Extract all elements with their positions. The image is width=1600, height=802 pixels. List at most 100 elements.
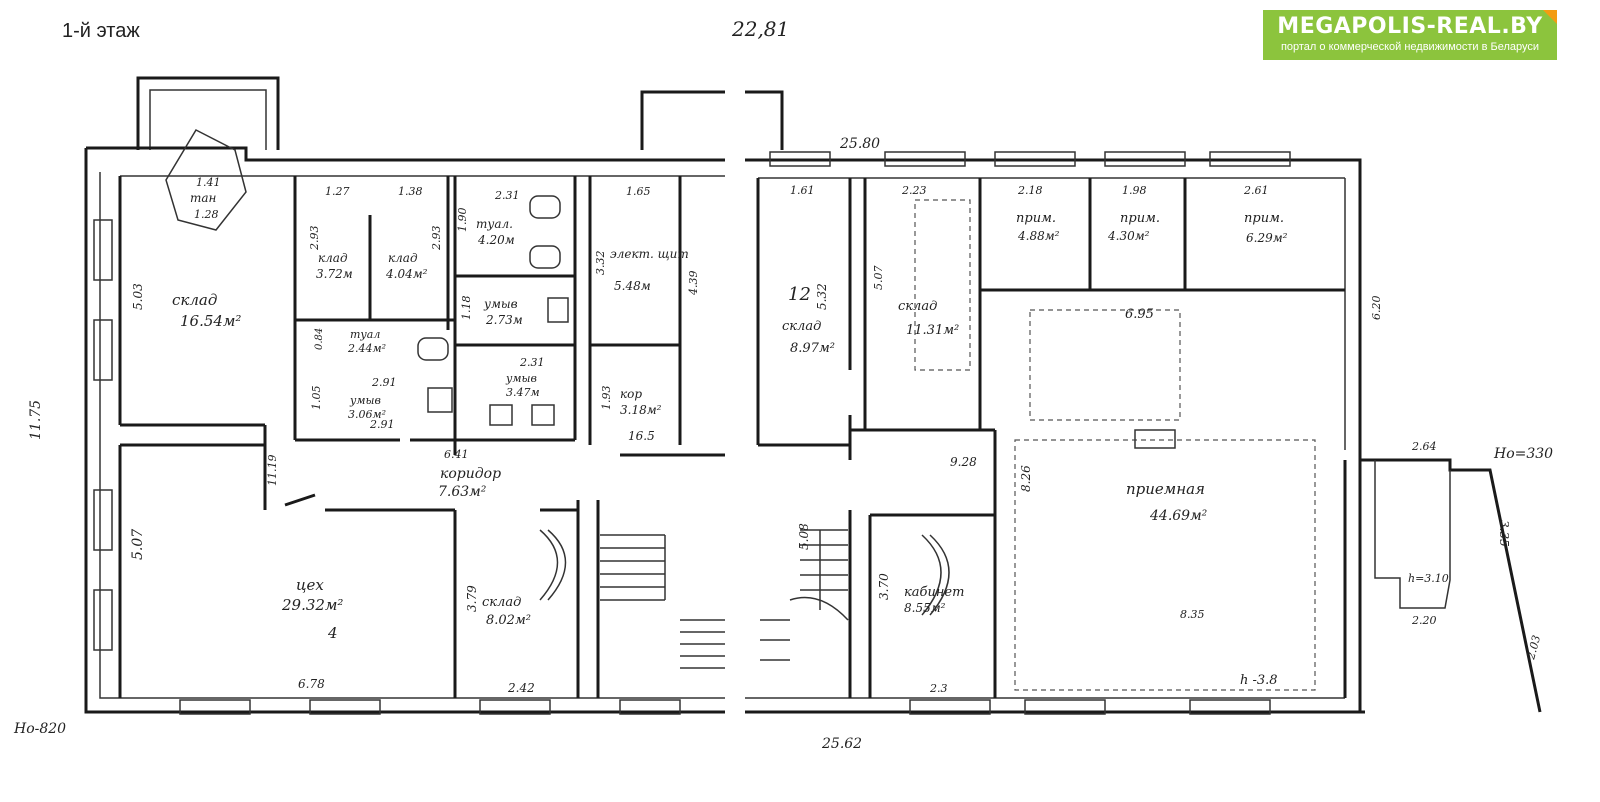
- dimension: 3.79: [465, 585, 479, 612]
- window: [1024, 699, 1106, 715]
- dimension: 5.07: [872, 266, 885, 291]
- top-dimension: 22,81: [731, 17, 789, 41]
- left-section-walls: [84, 76, 725, 715]
- window: [1104, 151, 1186, 167]
- sink-icon: [547, 297, 569, 323]
- staircase-left: [600, 534, 725, 669]
- dimension: 2.91: [369, 418, 395, 431]
- brand-logo[interactable]: MEGAPOLIS-REAL.BY портал о коммерческой …: [1263, 10, 1557, 60]
- window: [93, 319, 113, 381]
- room-name: клад: [318, 251, 348, 265]
- dimension: 9.28: [950, 455, 977, 469]
- room-name: клад: [388, 251, 418, 265]
- dimension: 5.32: [815, 283, 829, 310]
- room-area: 8.97м²: [790, 341, 835, 356]
- dimension: 6.95: [1125, 307, 1154, 322]
- brand-name: MEGAPOLIS-REAL.BY: [1277, 14, 1543, 39]
- room-area: 3.18м²: [620, 403, 662, 417]
- dimension: 2.31: [519, 356, 545, 369]
- dimension: 1.61: [790, 184, 815, 197]
- wall-dimension: 11.75: [28, 400, 44, 440]
- toilet-icon: [529, 195, 561, 219]
- window: [93, 489, 113, 551]
- dimension: 8.26: [1019, 465, 1033, 492]
- sink-icon: [531, 404, 555, 426]
- room-name: прим.: [1244, 211, 1284, 226]
- dimension: 2.18: [1017, 184, 1043, 197]
- window: [309, 699, 381, 715]
- dimension: 2.42: [507, 681, 535, 695]
- dimension: 3.35: [1497, 520, 1511, 547]
- room-area: 16.54м²: [180, 312, 241, 330]
- window: [179, 699, 251, 715]
- sink-icon: [427, 387, 453, 413]
- toilet-icon: [529, 245, 561, 269]
- tambur-outline: [165, 129, 247, 231]
- dimension: 1.38: [398, 185, 423, 198]
- dimension: 2.31: [494, 189, 520, 202]
- furniture-outline: [1014, 439, 1316, 691]
- room-name: склад: [482, 595, 521, 610]
- room-name: цех: [296, 576, 324, 594]
- room-area: 29.32м²: [281, 596, 343, 614]
- dimension: 6.41: [444, 448, 469, 461]
- dimension: 1.98: [1122, 184, 1147, 197]
- dimension: 3.32: [594, 251, 607, 276]
- right-section-walls: [745, 90, 1542, 715]
- toilet-icon: [417, 337, 449, 361]
- window: [1209, 151, 1291, 167]
- dimension: 2.61: [1243, 184, 1269, 197]
- room-name: умыв: [483, 297, 518, 311]
- window: [93, 589, 113, 651]
- dimension: 6.20: [1370, 296, 1383, 321]
- window: [909, 699, 991, 715]
- dimension: 1.28: [194, 208, 219, 221]
- dimension: 2.03: [1524, 634, 1543, 662]
- brand-tagline: портал о коммерческой недвижимости в Бел…: [1280, 41, 1540, 53]
- room-area: 3.47м: [506, 386, 540, 399]
- room-area: 2.44м²: [347, 342, 386, 355]
- window: [1189, 699, 1271, 715]
- room-area: 4.04м²: [385, 267, 428, 281]
- room-name: прим.: [1120, 211, 1160, 226]
- dimension: 1.93: [600, 386, 613, 411]
- sink-icon: [489, 404, 513, 426]
- dimension: 2.93: [308, 226, 321, 252]
- furniture-outline: [1029, 309, 1181, 421]
- room-area: 8.55м²: [904, 601, 946, 615]
- room-name: тан: [190, 191, 217, 205]
- room-area: 3.72м: [316, 267, 353, 281]
- staircase-right: [760, 529, 849, 661]
- dimension: 1.05: [310, 386, 323, 411]
- room-area: 4.20м: [477, 233, 515, 247]
- room-area: 2.73м: [485, 313, 523, 327]
- window: [479, 699, 551, 715]
- furniture-outline: [914, 199, 971, 371]
- window: [619, 699, 681, 715]
- dimension: 2.91: [371, 376, 397, 389]
- room-name: туал: [350, 328, 380, 341]
- dimension: 2.20: [1411, 614, 1437, 627]
- dimension: 1.90: [456, 208, 469, 233]
- dimension: 8.35: [1180, 608, 1205, 621]
- dimension: h=3.10: [1408, 572, 1449, 585]
- floor-title: 1-й этаж: [62, 20, 140, 42]
- dimension: 2.64: [1411, 440, 1437, 453]
- dimension: 4.39: [687, 271, 700, 297]
- room-name: склад: [172, 291, 217, 309]
- dimension: h -3.8: [1240, 673, 1278, 688]
- dimension: 1.27: [325, 185, 350, 198]
- window: [93, 219, 113, 281]
- dimension: 1.65: [626, 185, 651, 198]
- level-mark: Но-820: [13, 721, 66, 737]
- room-name: умыв: [349, 394, 381, 407]
- room-area: 44.69м²: [1149, 508, 1208, 524]
- dimension: 16.5: [628, 429, 655, 443]
- dimension: 5.07: [130, 529, 146, 560]
- room-area: 8.02м²: [486, 613, 531, 628]
- room-name: кор: [620, 387, 642, 401]
- room-name: приемная: [1126, 480, 1205, 498]
- brand-corner-mark: [1543, 10, 1557, 24]
- dimension: 3.70: [877, 573, 891, 600]
